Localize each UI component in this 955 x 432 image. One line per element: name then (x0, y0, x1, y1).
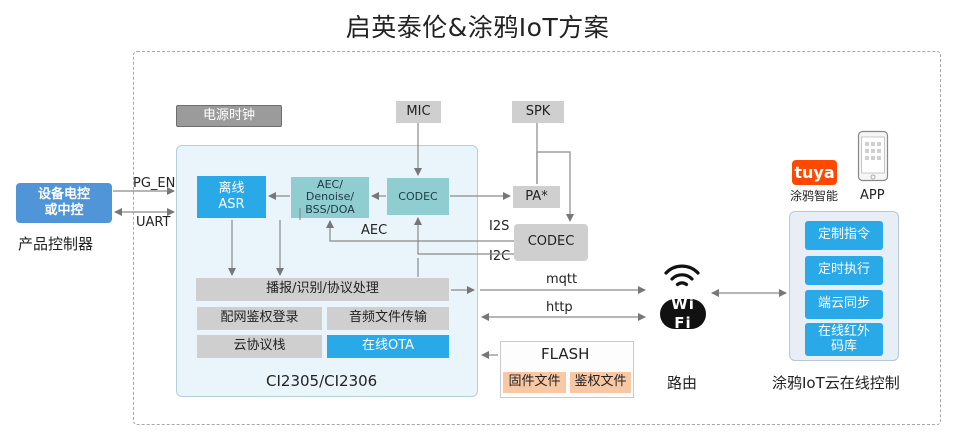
cloud-item-edge-cloud-sync: 端云同步 (805, 290, 883, 319)
mqtt-label: mqtt (546, 272, 578, 287)
spk-box: SPK (512, 101, 564, 123)
pa-box: PA* (513, 186, 560, 208)
audio-transfer-box: 音频文件传输 (327, 307, 449, 330)
flash-label: FLASH (541, 345, 590, 363)
auth-file-box: 鉴权文件 (570, 372, 631, 393)
tuya-logo-icon: tuya (792, 160, 837, 185)
cloud-item-scheduled-exec: 定时执行 (805, 256, 883, 285)
codec-external-box: CODEC (514, 224, 588, 261)
tuya-logo-text: tuya (794, 162, 835, 182)
codec-internal-box: CODEC (387, 178, 449, 215)
cloud-item-online-ir-library: 在线红外 码库 (805, 323, 883, 356)
phone-app-icon (857, 130, 889, 182)
i2c-label: I2C (489, 249, 511, 264)
solution-frame (133, 51, 941, 425)
host-caption: 产品控制器 (18, 235, 94, 253)
page-title: 启英泰伦&涂鸦IoT方案 (345, 13, 610, 42)
chip-label: CI2305/CI2306 (266, 372, 378, 390)
firmware-file-box: 固件文件 (503, 372, 566, 393)
aec-denoise-box: AEC/ Denoise/ BSS/DOA (291, 177, 369, 218)
tuya-smart-label: 涂鸦智能 (790, 189, 839, 203)
offline-asr-box: 离线 ASR (197, 176, 266, 218)
wifi-signal-icon (664, 264, 700, 287)
cloud-item-custom-command: 定制指令 (805, 221, 883, 250)
wifi-logo-icon: Wi Fi (660, 295, 706, 332)
i2s-label: I2S (489, 219, 510, 234)
router-label: 路由 (667, 374, 698, 392)
broadcast-processing-box: 播报/识别/协议处理 (196, 278, 449, 301)
pg-en-label: PG_EN (133, 176, 176, 191)
cloud-protocol-box: 云协议栈 (197, 335, 322, 358)
online-ota-box: 在线OTA (327, 335, 449, 358)
app-label: APP (860, 188, 885, 203)
cloud-caption: 涂鸦IoT云在线控制 (772, 374, 900, 392)
http-label: http (546, 300, 573, 315)
aec-label: AEC (361, 223, 388, 238)
mic-box: MIC (396, 101, 441, 123)
power-clock-box: 电源时钟 (176, 105, 282, 127)
wifi-logo-text: Wi Fi (671, 295, 695, 332)
host-controller-box: 设备电控 或中控 (16, 183, 112, 223)
network-auth-box: 配网鉴权登录 (197, 307, 322, 330)
uart-label: UART (136, 215, 171, 230)
